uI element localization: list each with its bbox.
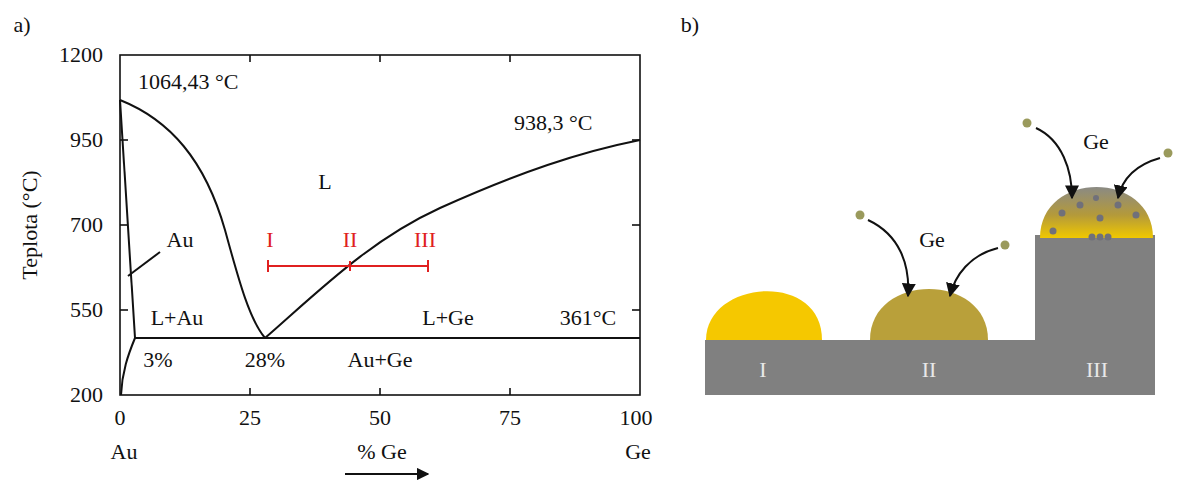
- species-label: Ge: [1081, 130, 1111, 154]
- element-label: Ge: [623, 440, 653, 464]
- temperature-label: 1064,43 °C: [136, 70, 240, 94]
- temperature-label: 361°C: [558, 306, 618, 330]
- step-label: II: [341, 228, 360, 252]
- panel-label: b): [679, 13, 701, 37]
- stage-label: I: [757, 358, 768, 382]
- composition-label: 28%: [243, 348, 287, 372]
- species-label: Ge: [917, 228, 947, 252]
- panel-label: a): [11, 13, 32, 37]
- tick-label: 50: [367, 406, 393, 430]
- substrate: [705, 235, 1155, 395]
- tick-label: 950: [68, 128, 105, 152]
- tick-label: 700: [68, 213, 105, 237]
- cooling-line: [268, 260, 428, 272]
- plot-frame: [120, 55, 640, 395]
- axis-arrow: [345, 473, 428, 475]
- tick-label: 200: [68, 383, 105, 407]
- composition-label: 3%: [141, 348, 174, 372]
- tick-label: 100: [618, 406, 655, 430]
- tick-label: 550: [68, 298, 105, 322]
- axis-title: % Ge: [355, 440, 408, 464]
- phase-label: L+Ge: [420, 306, 476, 330]
- phase-label: Au+Ge: [346, 348, 415, 372]
- step-label: III: [412, 228, 438, 252]
- element-label: Au: [109, 440, 140, 464]
- phase-label: L+Au: [149, 306, 206, 330]
- axis-title: Teplota (°C): [18, 168, 42, 281]
- phase-label: Au: [165, 228, 196, 252]
- temperature-label: 938,3 °C: [512, 111, 594, 135]
- phase-label: L: [316, 170, 333, 194]
- stage-label: II: [920, 358, 939, 382]
- phase-boundaries: [120, 100, 640, 395]
- axis-ticks: [120, 55, 640, 395]
- tick-label: 75: [497, 406, 523, 430]
- auge-droplet: [870, 289, 988, 340]
- ge-precipitates: [1050, 195, 1140, 241]
- tick-label: 0: [113, 406, 128, 430]
- tick-label: 1200: [57, 43, 105, 67]
- flux-arrows: [868, 128, 1160, 296]
- step-label: I: [264, 228, 275, 252]
- ge-atoms: [856, 119, 1173, 250]
- supersaturated-droplet: [1040, 187, 1153, 238]
- stage-label: III: [1084, 358, 1110, 382]
- au-droplet: [706, 291, 822, 340]
- tick-label: 25: [237, 406, 263, 430]
